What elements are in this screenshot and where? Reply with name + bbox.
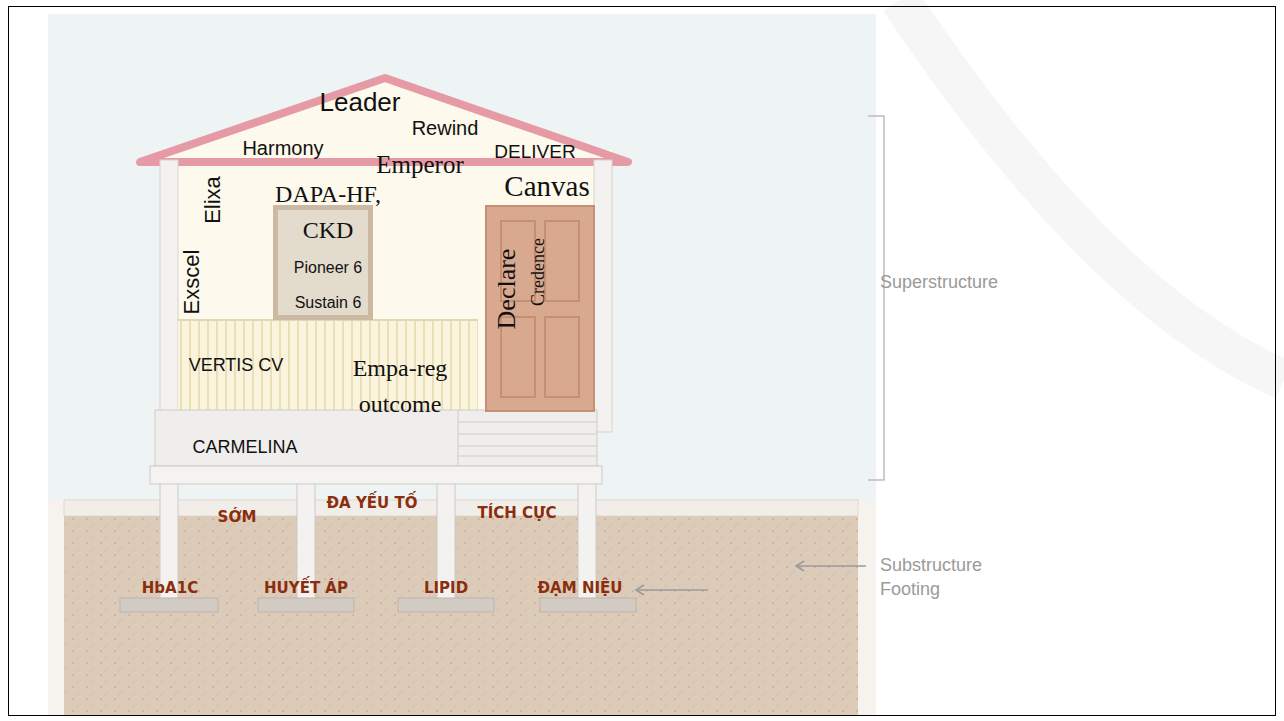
pointer-line <box>796 565 866 567</box>
trial-name: DELIVER <box>494 141 575 164</box>
door: Declare Credence <box>485 205 595 412</box>
trial-name: Harmony <box>242 136 323 160</box>
pointer-line <box>636 589 708 591</box>
bracket <box>868 116 884 480</box>
trial-name: Rewind <box>412 116 479 140</box>
trial-name: Exscel <box>179 250 205 315</box>
principle-word: SỚM <box>218 508 257 526</box>
node-text: Sustain 6 <box>295 293 362 312</box>
part-name: Superstructure <box>880 272 998 294</box>
trial-name: VERTIS CV <box>189 355 284 377</box>
part-name: Footing <box>880 579 940 601</box>
node-text: Declare <box>491 249 522 330</box>
pointer-head <box>636 585 644 595</box>
footing-pads <box>120 598 636 612</box>
node-text: Credence <box>528 238 550 306</box>
porch-slab <box>155 410 597 466</box>
node-text: DAPA-HF, CKD <box>258 176 398 248</box>
floor-band: CARMELINA <box>155 430 455 466</box>
node-text: Pioneer 6 <box>294 258 363 277</box>
trial-name: Emperor <box>376 150 463 180</box>
footing-word: HbA1C <box>142 579 198 597</box>
window: DAPA-HF, CKDPioneer 6Sustain 6 <box>273 205 373 320</box>
sky <box>48 14 876 504</box>
footing-word: LIPID <box>424 579 468 597</box>
stairs <box>458 410 597 466</box>
footing-word: ĐẠM NIỆU <box>538 579 623 597</box>
footing-word: HUYẾT ÁP <box>264 579 348 597</box>
principle-word: ĐA YẾU TỐ <box>327 494 418 512</box>
corner-post <box>594 160 612 432</box>
floor-beam <box>150 466 602 484</box>
trial-name: Canvas <box>504 169 589 204</box>
pillars <box>160 482 596 600</box>
pointer-head <box>796 561 804 571</box>
ground-band <box>64 500 858 516</box>
part-name: Substructure <box>880 555 982 577</box>
background-swoosh <box>900 0 1284 380</box>
principle-word: TÍCH CỰC <box>477 504 556 522</box>
soil <box>64 516 858 716</box>
trial-name: Leader <box>320 87 401 118</box>
trial-name: Empa-reg outcome <box>325 350 475 422</box>
trial-name: Elixa <box>200 176 226 224</box>
slide-frame <box>9 7 1276 716</box>
node-text: CARMELINA <box>192 437 297 459</box>
corner-post <box>160 160 178 432</box>
house-wall <box>160 150 612 432</box>
